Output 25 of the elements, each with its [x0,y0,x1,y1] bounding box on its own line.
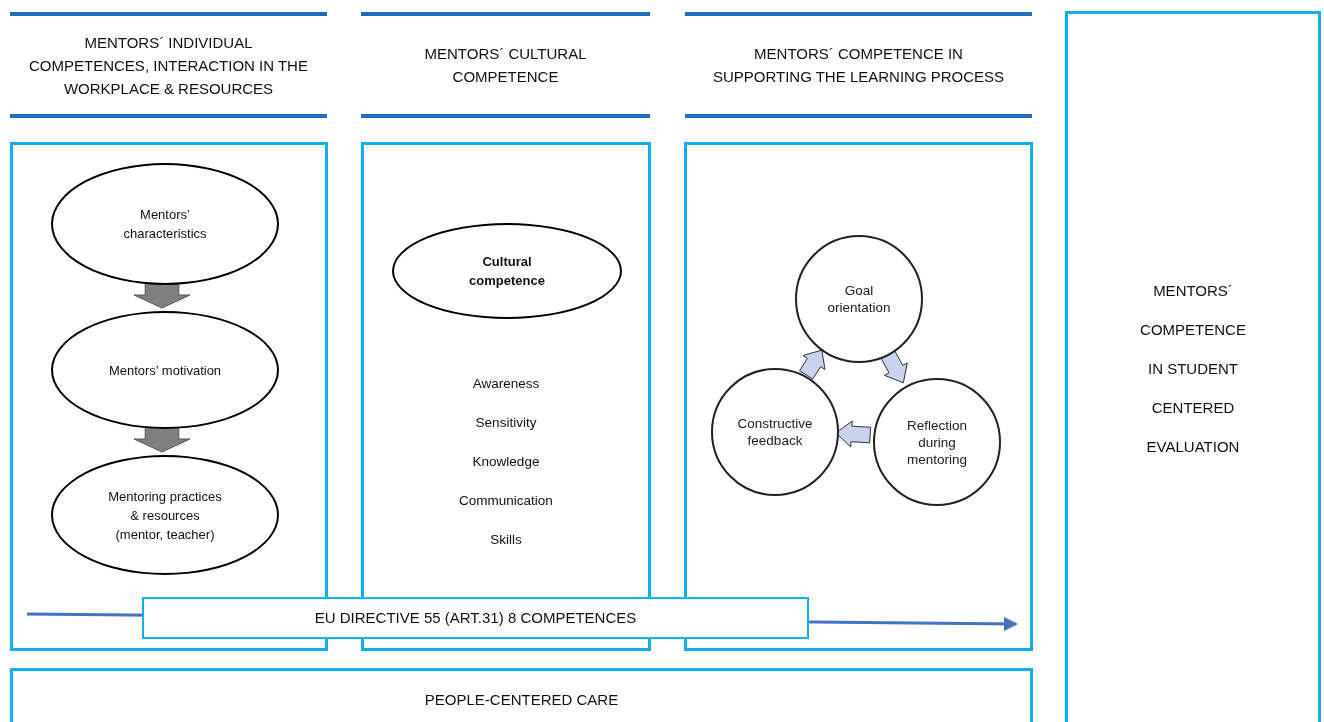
column-header [10,12,327,118]
list-item: Communication [459,492,553,510]
care-band [10,668,1033,722]
node-text: EU DIRECTIVE 55 (ART.31) 8 COMPETENCES [314,607,637,628]
column-header [685,12,1032,118]
directive-box [142,597,809,639]
side-panel [1065,11,1321,722]
column-header [361,12,650,118]
node-text: MENTORS´ COMPETENCE IN SUPPORTING THE LEARNING PROCESS [711,44,1006,87]
node-text: Mentors’ characteristics [122,206,208,243]
node-text: Mentors’ motivation [108,361,222,380]
node-text: MENTORS´ CULTURAL COMPETENCE [423,44,588,87]
list-item: Awareness [472,375,540,393]
node-text: Reflection during mentoring [905,416,968,468]
node-text: MENTORS´ COMPETENCE IN STUDENT CENTERED EVALUATION [1139,280,1247,457]
list-item: Sensitivity [475,414,537,432]
list-item: Knowledge [472,453,540,471]
node-text: PEOPLE-CENTERED CARE [424,690,619,710]
list-item: Skills [490,531,522,549]
node-text: Goal orientation [826,282,892,316]
block-arrow [799,349,826,380]
node-text: Cultural competence [468,253,546,290]
node-text: Mentoring practices & resources (mentor, teacher) [107,487,223,544]
node-text: MENTORS´ INDIVIDUAL COMPETENCES, INTERACTION IN THE WORKPLACE & RESOURCES [28,32,309,99]
node-text: Constructive feedback [736,415,814,449]
